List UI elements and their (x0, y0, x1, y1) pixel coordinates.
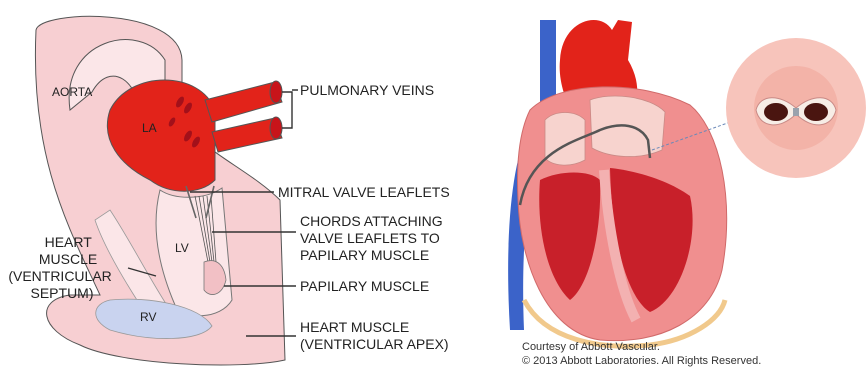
septum-line-3: (VENTRICULAR (8, 268, 111, 284)
mitral-line-1: MITRAL VALVE LEAFLETS (278, 184, 450, 200)
heart-muscle-apex-label: HEART MUSCLE (VENTRICULAR APEX) (300, 319, 449, 352)
lv-label: LV (175, 241, 189, 255)
left-heart-diagram: AORTA LA LV RV PULMONARY VEINS MITRAL VA… (8, 16, 449, 365)
septum-line-2: MUSCLE (39, 251, 97, 267)
valve-clip (793, 108, 799, 116)
credit-line-2: © 2013 Abbott Laboratories. All Rights R… (522, 355, 761, 367)
credit-line-1: Courtesy of Abbott Vascular. (522, 341, 660, 353)
chords-line-2: VALVE LEAFLETS TO (300, 230, 440, 246)
aorta-label: AORTA (52, 85, 92, 99)
pulmonary-veins-label: PULMONARY VEINS (300, 82, 434, 98)
pulmonary-veins-line-1: PULMONARY VEINS (300, 82, 434, 98)
right-heart-illustration: Courtesy of Abbott Vascular. © 2013 Abbo… (508, 20, 866, 367)
chords-line-3: PAPILARY MUSCLE (300, 247, 429, 263)
papilary-muscle-label: PAPILARY MUSCLE (300, 278, 429, 294)
septum-line-4: SEPTUM) (31, 285, 94, 301)
apex-line-1: HEART MUSCLE (300, 319, 409, 335)
apex-line-2: (VENTRICULAR APEX) (300, 336, 449, 352)
mitral-valve-leaflets-label: MITRAL VALVE LEAFLETS (278, 184, 450, 200)
la-label: LA (142, 121, 157, 135)
valve-orifice-left (764, 103, 788, 121)
vein-opening-1 (270, 81, 282, 103)
papilary-line-1: PAPILARY MUSCLE (300, 278, 429, 294)
vein-opening-2 (270, 117, 282, 139)
chords-label: CHORDS ATTACHING VALVE LEAFLETS TO PAPIL… (300, 213, 447, 263)
chords-line-1: CHORDS ATTACHING (300, 213, 443, 229)
valve-orifice-right (804, 103, 828, 121)
rv-label: RV (140, 310, 156, 324)
septum-line-1: HEART (45, 234, 93, 250)
